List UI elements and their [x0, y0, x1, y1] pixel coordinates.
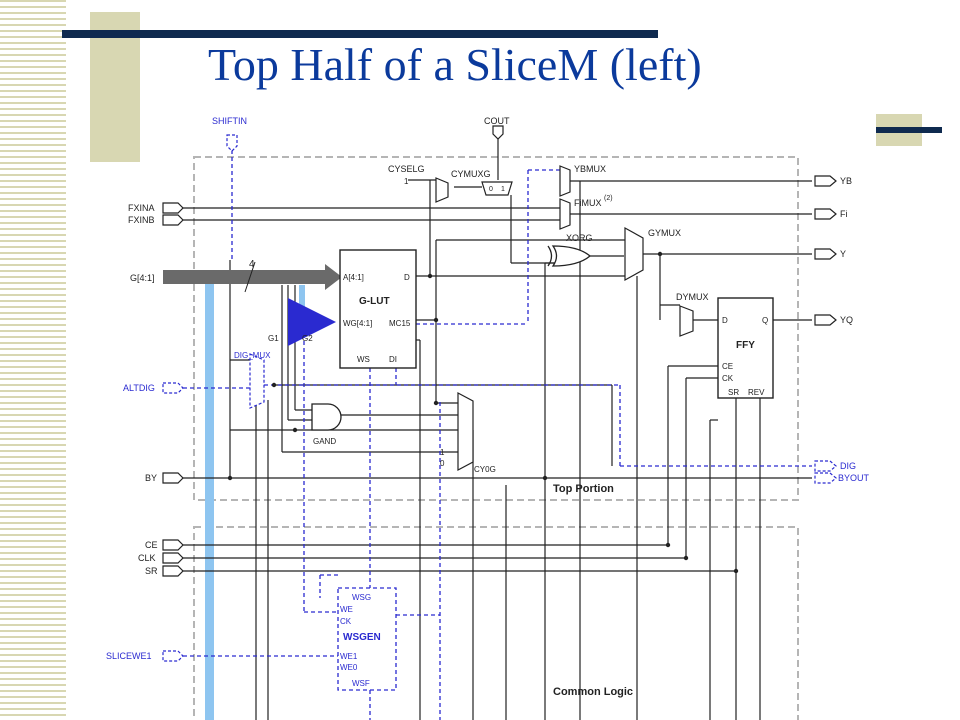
g2-label: G2 — [302, 334, 313, 343]
top-portion-region — [193, 156, 799, 501]
xorg-gate-back — [547, 245, 553, 267]
junction-dots — [227, 251, 739, 574]
y-label: Y — [840, 249, 846, 259]
fimux-label: FiMUX — [574, 198, 602, 208]
slicem-schematic: Top Portion Common Logic — [106, 116, 870, 720]
cout-label: COUT — [484, 116, 510, 126]
ffy-d-port: D — [722, 316, 728, 325]
slide-title: Top Half of a SliceM (left) — [208, 39, 702, 90]
dymux-label: DYMUX — [676, 292, 709, 302]
ffy-sr-port: SR — [728, 388, 739, 397]
wsgen-we-port: WE — [340, 605, 353, 614]
g1-label: G1 — [268, 334, 279, 343]
by-label: BY — [145, 473, 157, 483]
dig-label: DIG — [840, 461, 856, 471]
gand-label: GAND — [313, 437, 336, 446]
byout-label: BYOUT — [838, 473, 870, 483]
altdig-label: ALTDIG — [123, 383, 155, 393]
g-lut-a-port: A[4:1] — [343, 273, 364, 282]
g-lut-di-port: DI — [389, 355, 397, 364]
gymux — [624, 226, 644, 282]
cyan-bus — [205, 282, 214, 720]
top-portion-label: Top Portion — [553, 483, 614, 495]
corner-accent-line — [876, 127, 942, 133]
bus-width-label: 4 — [249, 259, 255, 270]
clk-label: CLK — [138, 553, 156, 563]
cy0g-mux — [457, 392, 474, 471]
g-lut-mc15-port: MC15 — [389, 319, 411, 328]
cyselg-input-1: 1 — [404, 177, 409, 186]
shiftin-label: SHIFTIN — [212, 116, 247, 126]
wsgen-ck-port: CK — [340, 617, 352, 626]
output-pins — [814, 175, 837, 326]
cyselg-mux — [435, 177, 449, 203]
g-lut-block — [339, 249, 417, 369]
ce-label: CE — [145, 540, 158, 550]
ybmux — [559, 165, 571, 197]
ffy-q-port: Q — [762, 316, 768, 325]
g-bus-arrowhead — [325, 264, 342, 290]
blue-input-pins — [162, 134, 238, 662]
cout-pin — [492, 125, 504, 140]
wsgen-we0-port: WE0 — [340, 663, 358, 672]
fxinb-label: FXINB — [128, 215, 155, 225]
cymuxg-label: CYMUXG — [451, 169, 491, 179]
wsgen-we1-port: WE1 — [340, 652, 358, 661]
fimux-superscript: (2) — [604, 195, 613, 202]
wg-route-a — [288, 285, 336, 346]
wsgen-name: WSGEN — [343, 632, 381, 643]
slicewe1-label: SLICEWE1 — [106, 651, 152, 661]
black-wiring — [183, 130, 812, 720]
ffy-name: FFY — [736, 340, 755, 351]
wsgen-block — [337, 587, 397, 691]
fxina-label: FXINA — [128, 203, 155, 213]
input-pins — [162, 202, 184, 577]
cy0g-label: CY0G — [474, 465, 496, 474]
ffy-ce-port: CE — [722, 362, 733, 371]
yq-label: YQ — [840, 315, 853, 325]
g-lut-name: G-LUT — [359, 296, 390, 307]
title-rule — [62, 30, 658, 38]
g-bus-bar — [163, 270, 325, 284]
ybmux-label: YBMUX — [574, 164, 606, 174]
wsgen-wsf-port: WSF — [352, 679, 370, 688]
g-lut-wg-port: WG[4:1] — [343, 319, 372, 328]
blue-output-pins — [814, 460, 837, 484]
common-logic-region — [193, 526, 799, 720]
ffy-block — [717, 297, 774, 399]
xorg-gate — [551, 245, 592, 267]
xorg-label: XORG — [566, 233, 593, 243]
g-bus-label: G[4:1] — [130, 273, 155, 283]
gand-gate — [311, 403, 342, 431]
sr-label: SR — [145, 566, 158, 576]
left-decorative-stripe — [0, 0, 66, 720]
dig-mux-label: DIG_MUX — [234, 351, 271, 360]
dymux — [679, 305, 694, 337]
cymuxg-input-1: 1 — [501, 186, 505, 193]
g-lut-d-port: D — [404, 273, 410, 282]
ffy-rev-port: REV — [748, 388, 765, 397]
cymuxg-input-0: 0 — [489, 186, 493, 193]
cymuxg-mux — [481, 181, 513, 196]
g-lut-ws-port: WS — [357, 355, 370, 364]
cy0g-input-0: 0 — [440, 459, 445, 468]
gymux-label: GYMUX — [648, 228, 681, 238]
cyselg-label: CYSELG — [388, 164, 425, 174]
wsgen-wsg-port: WSG — [352, 593, 371, 602]
dig-mux — [249, 353, 265, 409]
bus-width-slash — [244, 261, 256, 293]
ffy-ck-port: CK — [722, 374, 734, 383]
fimux — [559, 198, 571, 230]
cy0g-input-1: 1 — [440, 448, 445, 457]
fi-label: Fi — [840, 209, 848, 219]
blue-wiring — [183, 150, 812, 720]
yb-label: YB — [840, 176, 852, 186]
common-logic-label: Common Logic — [553, 686, 633, 698]
